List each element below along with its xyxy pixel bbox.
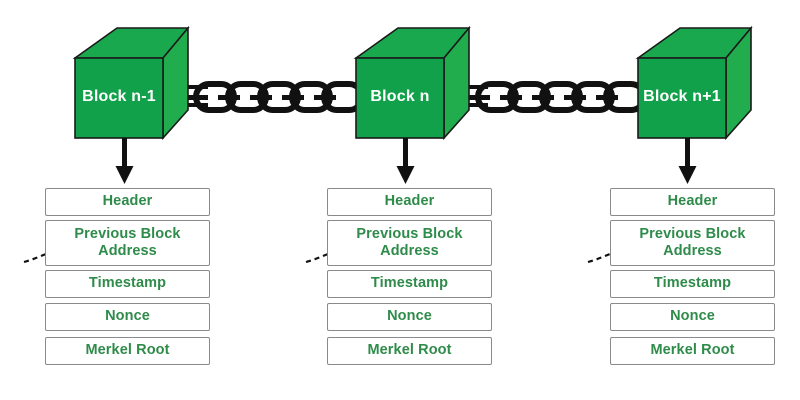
field-previous-block-address-block-1: Previous Block Address bbox=[45, 220, 210, 266]
field-previous-block-address-label-3: Previous Block Address bbox=[631, 226, 753, 260]
field-nonce-block-2: Nonce bbox=[327, 303, 492, 331]
field-merkel-root-block-2: Merkel Root bbox=[327, 337, 492, 365]
cube-label-block-n-plus-1: Block n+1 bbox=[643, 88, 721, 105]
field-merkel-root-label-3: Merkel Root bbox=[650, 342, 735, 359]
down-arrow-block-2 bbox=[396, 138, 415, 184]
field-timestamp-block-1: Timestamp bbox=[45, 270, 210, 298]
prev-block-line1-2: Previous Block bbox=[356, 225, 463, 242]
prev-block-line2-2: Address bbox=[380, 243, 439, 259]
chain-connector-2 bbox=[448, 81, 647, 113]
field-merkel-root-label-2: Merkel Root bbox=[367, 342, 452, 359]
prev-block-line2-3: Address bbox=[663, 243, 722, 259]
down-arrow-block-1 bbox=[115, 138, 134, 184]
field-previous-block-address-block-2: Previous Block Address bbox=[327, 220, 492, 266]
field-header-label-3: Header bbox=[667, 193, 718, 210]
field-timestamp-label-3: Timestamp bbox=[653, 275, 732, 292]
field-nonce-block-3: Nonce bbox=[610, 303, 775, 331]
cube-label-block-n: Block n bbox=[370, 88, 430, 105]
field-previous-block-address-label-1: Previous Block Address bbox=[66, 226, 188, 260]
field-timestamp-block-3: Timestamp bbox=[610, 270, 775, 298]
field-nonce-label-2: Nonce bbox=[387, 308, 432, 325]
field-header-block-3: Header bbox=[610, 188, 775, 216]
field-nonce-label-1: Nonce bbox=[105, 308, 150, 325]
field-timestamp-label-2: Timestamp bbox=[370, 275, 449, 292]
field-previous-block-address-block-3: Previous Block Address bbox=[610, 220, 775, 266]
prev-block-line1-1: Previous Block bbox=[74, 225, 181, 242]
cube-block-n-minus-1 bbox=[72, 25, 190, 141]
prev-block-line1-3: Previous Block bbox=[639, 225, 746, 242]
field-timestamp-block-2: Timestamp bbox=[327, 270, 492, 298]
field-header-label-1: Header bbox=[102, 193, 153, 210]
field-header-block-2: Header bbox=[327, 188, 492, 216]
cube-block-n bbox=[353, 25, 471, 141]
field-merkel-root-block-1: Merkel Root bbox=[45, 337, 210, 365]
prev-block-line2-1: Address bbox=[98, 243, 157, 259]
cube-label-block-n-minus-1: Block n-1 bbox=[82, 88, 156, 105]
down-arrow-block-3 bbox=[678, 138, 697, 184]
field-merkel-root-label-1: Merkel Root bbox=[85, 342, 170, 359]
field-nonce-block-1: Nonce bbox=[45, 303, 210, 331]
field-header-block-1: Header bbox=[45, 188, 210, 216]
chain-connector-1 bbox=[168, 81, 365, 113]
field-merkel-root-block-3: Merkel Root bbox=[610, 337, 775, 365]
field-previous-block-address-label-2: Previous Block Address bbox=[348, 226, 470, 260]
cube-block-n-plus-1 bbox=[635, 25, 753, 141]
field-header-label-2: Header bbox=[384, 193, 435, 210]
field-timestamp-label-1: Timestamp bbox=[88, 275, 167, 292]
field-nonce-label-3: Nonce bbox=[670, 308, 715, 325]
